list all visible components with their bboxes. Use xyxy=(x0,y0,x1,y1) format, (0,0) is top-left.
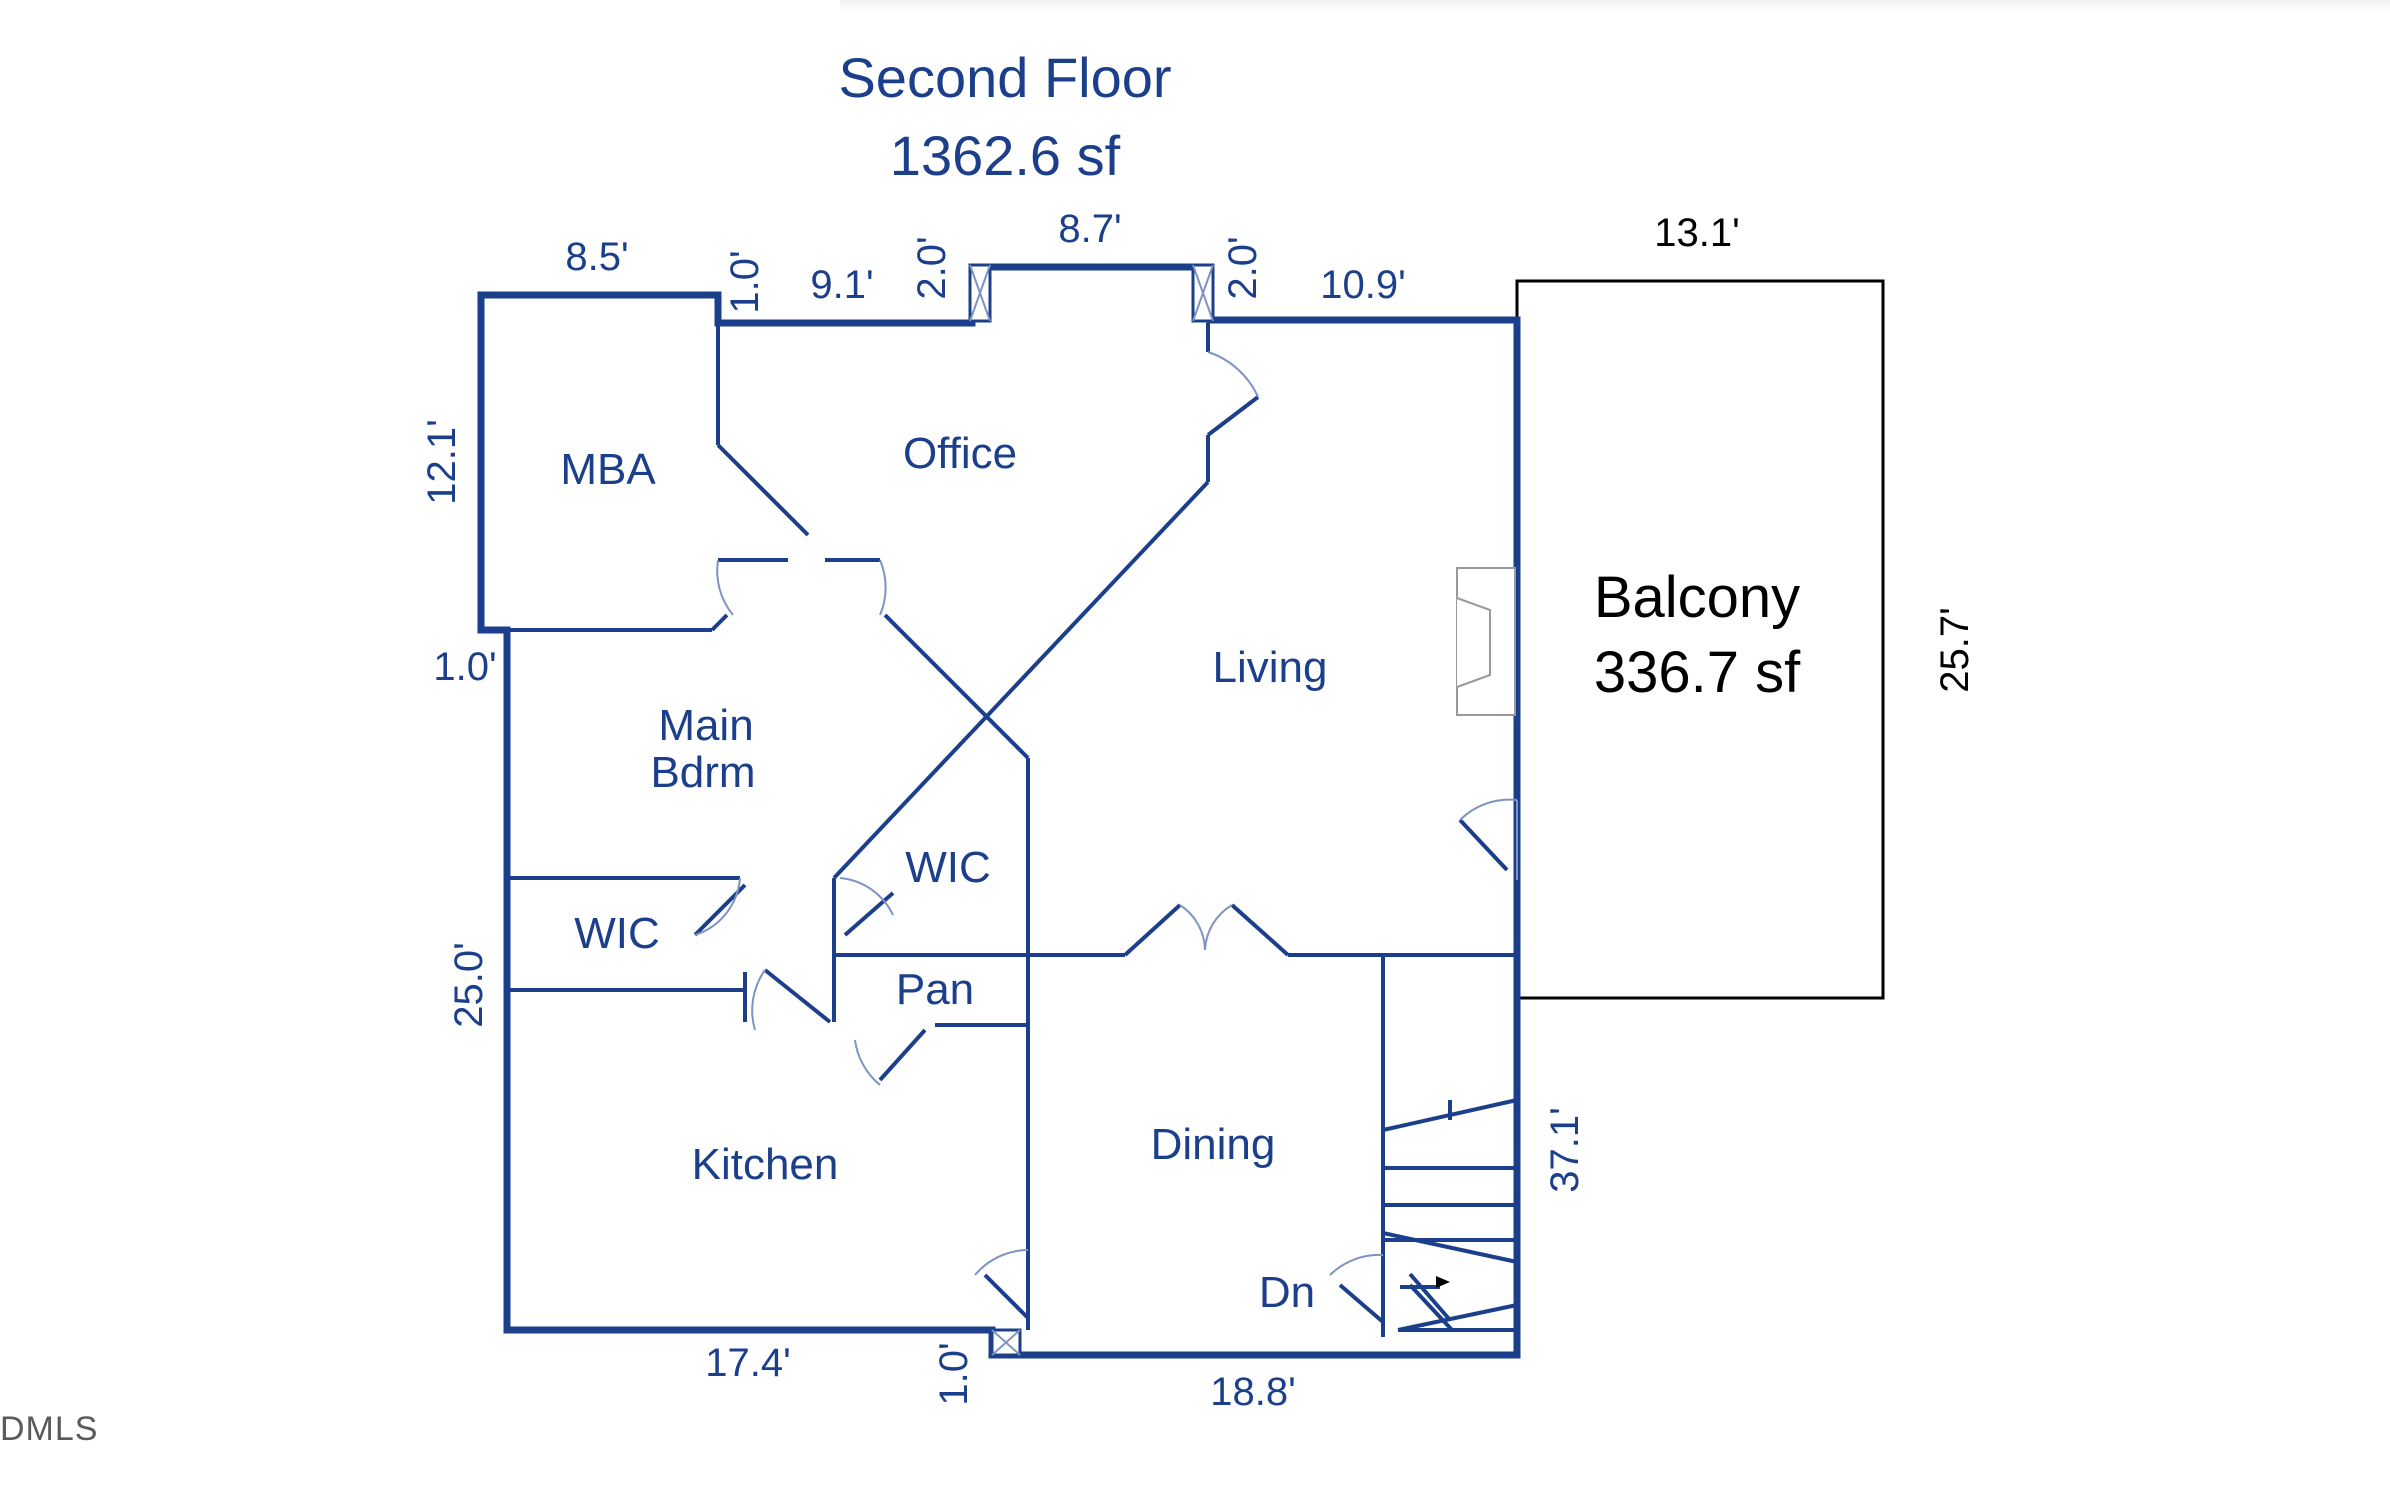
dim-top-office-left: 9.1' xyxy=(810,263,873,307)
floor-area: 1362.6 sf xyxy=(890,124,1121,187)
office-living-diagonal xyxy=(832,480,1210,880)
watermark: DMLS xyxy=(0,1410,99,1448)
door-dining-pair xyxy=(1123,903,1290,957)
dim-top-step2: 2.0' xyxy=(910,236,954,299)
door-stairs xyxy=(1329,1253,1385,1324)
room-label-dn: Dn xyxy=(1259,1268,1315,1317)
dim-balcony-right: 25.7' xyxy=(1933,607,1977,693)
dim-left-step: 1.0' xyxy=(433,645,496,689)
dim-top-step3: 2.0' xyxy=(1221,236,1265,299)
room-label-pan: Pan xyxy=(896,965,974,1014)
floor-title: Second Floor xyxy=(838,46,1171,109)
dim-top-office-mid: 8.7' xyxy=(1058,207,1121,251)
door-pantry xyxy=(854,1028,927,1086)
dim-left-main: 25.0' xyxy=(447,942,491,1028)
room-label-wic-left: WIC xyxy=(574,909,660,958)
window-right xyxy=(1191,263,1215,323)
mba-diagonal-wall xyxy=(716,443,810,537)
dim-top-step1: 1.0' xyxy=(723,250,767,313)
door-balcony xyxy=(1458,798,1518,880)
dim-right-main: 37.1' xyxy=(1543,1107,1587,1193)
room-label-kitchen: Kitchen xyxy=(692,1140,839,1189)
door-kitchen-dining xyxy=(974,1249,1030,1320)
room-label-office: Office xyxy=(903,429,1017,478)
balcony-area: 336.7 sf xyxy=(1594,640,1801,705)
top-fade xyxy=(840,0,2390,12)
dim-top-living: 10.9' xyxy=(1320,263,1406,307)
window-bottom xyxy=(990,1328,1022,1357)
door-living-top xyxy=(1206,351,1260,437)
room-label-dining: Dining xyxy=(1151,1120,1276,1169)
dim-bottom-kitchen: 17.4' xyxy=(705,1341,791,1385)
room-label-mba: MBA xyxy=(560,445,656,494)
room-label-wic-right: WIC xyxy=(905,843,991,892)
stair-arrow-icon xyxy=(1436,1276,1450,1288)
door-wic-right xyxy=(839,877,895,937)
balcony-label: Balcony xyxy=(1594,565,1800,630)
room-label-living: Living xyxy=(1213,643,1328,692)
door-wic-left xyxy=(693,877,747,937)
door-kitchen-left xyxy=(751,968,832,1031)
staircase xyxy=(1382,1098,1518,1332)
fireplace xyxy=(1456,567,1516,716)
main-bdrm-diagonal xyxy=(883,613,1030,760)
dim-bottom-step: 1.0' xyxy=(932,1342,976,1405)
dim-balcony-top: 13.1' xyxy=(1654,211,1740,255)
room-label-main-bdrm-1: Main xyxy=(658,701,753,750)
window-left xyxy=(968,263,992,323)
door-mba-pair xyxy=(716,558,887,616)
room-label-main-bdrm-2: Bdrm xyxy=(650,748,755,797)
mba-bottom-wall-end xyxy=(710,613,729,632)
dim-mba-left: 12.1' xyxy=(420,419,464,505)
dim-bottom-dining: 18.8' xyxy=(1210,1370,1296,1414)
dim-top-mba: 8.5' xyxy=(565,235,628,279)
